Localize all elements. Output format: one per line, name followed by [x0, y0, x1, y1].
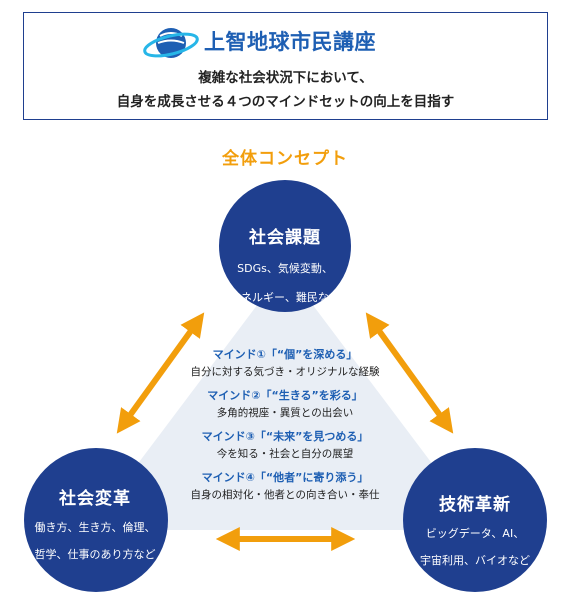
mindset-1: マインド①「“個”を深める」 自分に対する気づき・オリジナルな経験: [0, 347, 570, 380]
circle-desc-line-1: SDGs、気候変動、: [237, 262, 333, 275]
mindset-desc: 自身の相対化・他者との向き合い・奉仕: [190, 489, 380, 501]
background-triangle: [88, 268, 482, 530]
mindset-desc: 多角的視座・異質との出会い: [216, 407, 354, 419]
mindset-4: マインド④「“他者”に寄り添う」 自身の相対化・他者との向き合い・奉仕: [0, 470, 570, 503]
mindset-title: マインド③「“未来”を見つめる」: [201, 430, 369, 443]
subtitle-line-1: 複雑な社会状況下において、: [198, 70, 373, 86]
mindset-title: マインド④「“他者”に寄り添う」: [201, 471, 369, 484]
globe-logo-icon: [143, 28, 199, 58]
circle-social-issues: [219, 180, 351, 312]
circle-name: 技術革新: [439, 495, 511, 515]
circle-desc-line-2: 宇宙利用、バイオなど: [420, 554, 530, 567]
circle-name: 社会課題: [249, 228, 321, 248]
circle-desc-line-2: エネルギー、難民など: [230, 291, 340, 304]
concept-title: 全体コンセプト: [222, 149, 348, 169]
mindset-title: マインド①「“個”を深める」: [212, 348, 358, 361]
mindset-3: マインド③「“未来”を見つめる」 今を知る・社会と自分の展望: [0, 429, 570, 462]
circle-social-change: [24, 448, 168, 592]
mindset-2: マインド②「“生きる”を彩る」 多角的視座・異質との出会い: [0, 388, 570, 421]
mindset-desc: 今を知る・社会と自分の展望: [216, 448, 354, 460]
subtitle-line-2: 自身を成長させる４つのマインドセットの向上を目指す: [116, 94, 455, 110]
circle-desc-line-1: ビッグデータ、AI、: [425, 527, 525, 540]
circle-name: 社会変革: [59, 489, 131, 509]
circle-desc-line-2: 哲学、仕事のあり方など: [34, 548, 156, 561]
mindset-desc: 自分に対する気づき・オリジナルな経験: [190, 366, 380, 378]
social-issues-label: 社会課題 SDGs、気候変動、 エネルギー、難民など: [210, 223, 360, 306]
circle-tech-innovation: [403, 448, 547, 592]
social-change-label: 社会変革 働き方、生き方、倫理、 哲学、仕事のあり方など: [20, 484, 170, 563]
tech-innovation-label: 技術革新 ビッグデータ、AI、 宇宙利用、バイオなど: [400, 490, 550, 569]
app-title: 上智地球市民講座: [204, 30, 376, 54]
header-box: 上智地球市民講座 複雑な社会状況下において、 自身を成長させる４つのマインドセッ…: [23, 12, 548, 120]
circle-desc-line-1: 働き方、生き方、倫理、: [34, 521, 156, 534]
mindset-title: マインド②「“生きる”を彩る」: [207, 389, 363, 402]
right-double-arrow: [365, 312, 454, 434]
left-double-arrow: [116, 312, 205, 434]
